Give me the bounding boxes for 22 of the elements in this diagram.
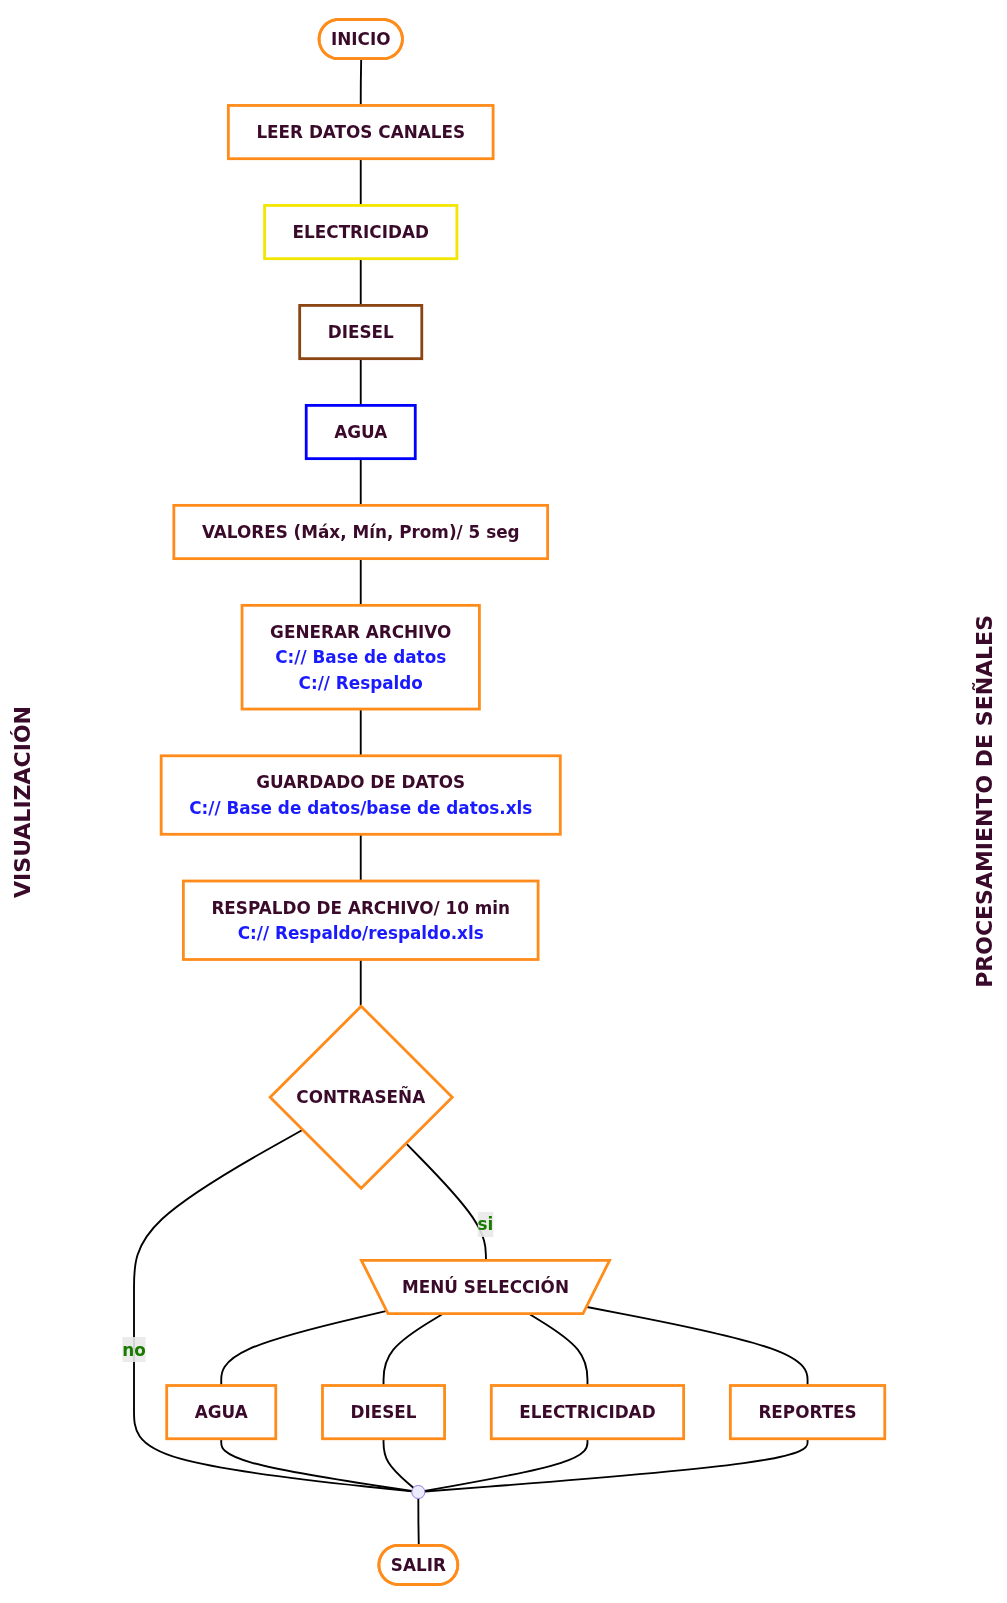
connector <box>220 1309 388 1386</box>
bracket-label: VISUALIZACIÓN <box>9 705 36 898</box>
connector <box>359 958 362 1007</box>
connector <box>586 1305 809 1386</box>
node-box: RESPALDO DE ARCHIVO/ 10 min C:// Respaldo/respaldo.xls <box>181 879 540 961</box>
node-box: REPORTES <box>728 1383 887 1440</box>
node-diamond: CONTRASEÑA <box>268 1003 455 1190</box>
node-box: DIESEL <box>298 303 424 360</box>
node-circle <box>411 1484 426 1499</box>
node-box: ELECTRICIDAD <box>489 1383 686 1440</box>
bracket-label: PROCESAMIENTO DE SEÑALES <box>971 615 998 988</box>
node-box: GUARDADO DE DATOS C:// Base de datos/base de datos.xls <box>159 753 562 836</box>
node-box: GENERAR ARCHIVO C:// Base de datos C:// Respaldo <box>240 603 481 710</box>
node-box: DIESEL <box>321 1383 446 1440</box>
node-box: LEER DATOS CANALES <box>226 103 495 160</box>
node-box: VALORES (Máx, Mín, Prom)/ 5 seg <box>172 503 550 560</box>
edge-label: si <box>477 1214 494 1234</box>
node-box: ELECTRICIDAD <box>263 203 459 260</box>
edge-label: no <box>122 1339 146 1359</box>
node-box: AGUA <box>304 403 417 460</box>
node-box: AGUA <box>165 1383 278 1440</box>
connector <box>133 1128 413 1492</box>
